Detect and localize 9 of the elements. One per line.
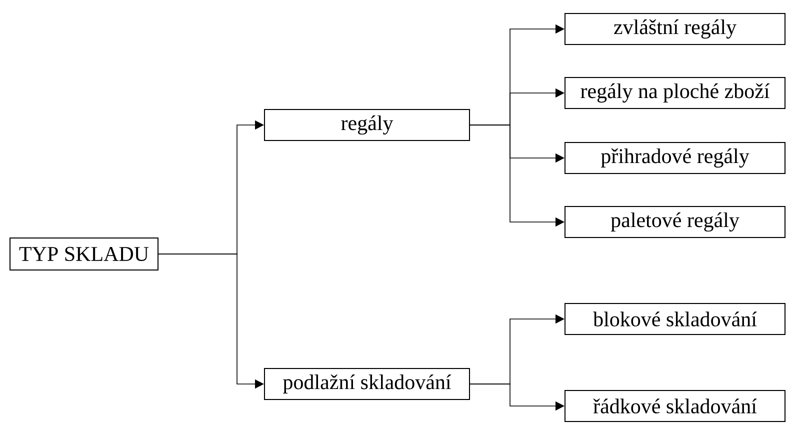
category-box: TYP SKLADU [10,238,158,270]
category-box: přihradové regály [564,142,786,174]
category-box: blokové skladování [564,303,786,335]
category-box: regály [264,109,470,141]
category-box: podlažní skladování [264,368,470,400]
category-box: regály na ploché zboží [564,77,786,109]
category-box: paletové regály [564,206,786,238]
category-box: zvláštní regály [564,13,786,45]
category-box: řádkové skladování [564,390,786,422]
